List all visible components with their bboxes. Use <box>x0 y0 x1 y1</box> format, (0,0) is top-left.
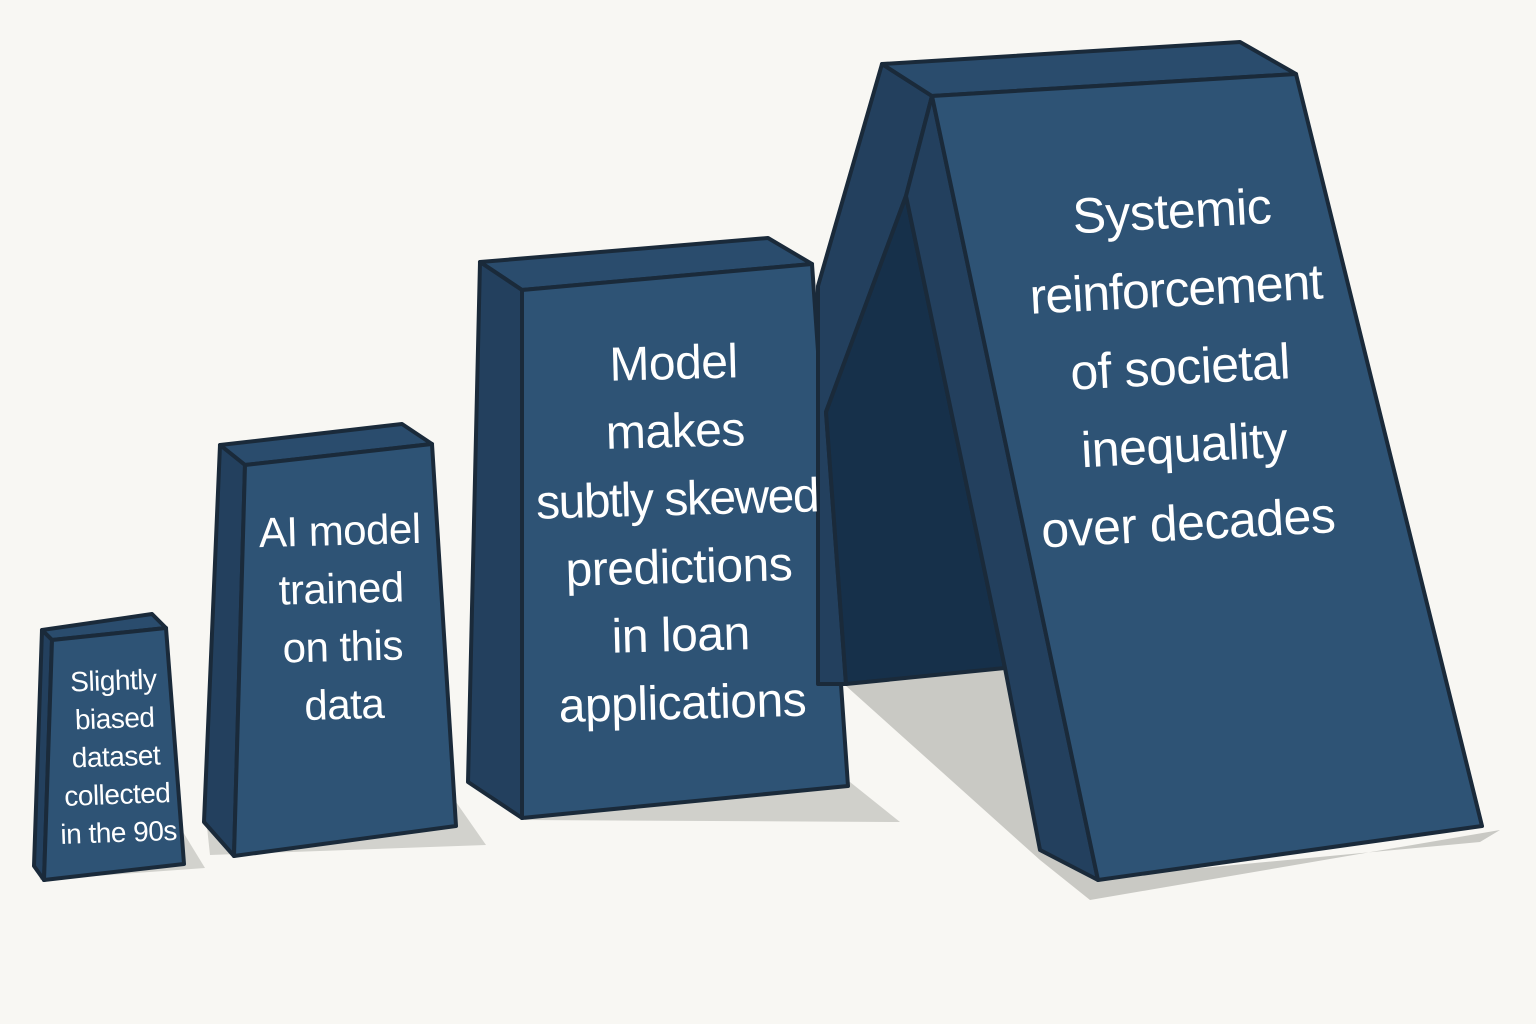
shadow-block-4 <box>845 668 1500 900</box>
block-3-side <box>466 260 524 820</box>
block-2-front <box>232 442 458 858</box>
block-1-front <box>42 626 186 882</box>
block-3 <box>466 236 850 820</box>
block-1 <box>32 612 186 882</box>
block-4 <box>816 40 1484 882</box>
block-4-edge <box>904 94 1100 882</box>
block-2 <box>202 422 458 858</box>
block-4-front <box>930 72 1484 882</box>
block-3-front <box>520 262 850 820</box>
